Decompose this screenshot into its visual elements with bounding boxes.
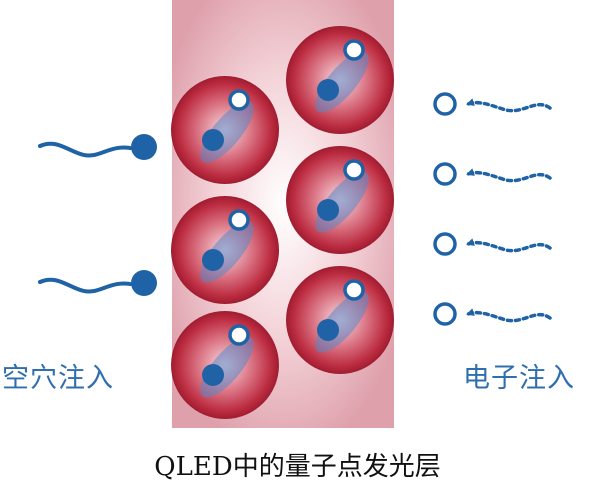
electron-carrier xyxy=(433,232,457,256)
electron-in-dot xyxy=(343,279,365,301)
electron-injection-arrow xyxy=(433,302,552,326)
electron-in-dot xyxy=(343,159,365,181)
diagram-caption: QLED中的量子点发光层 xyxy=(154,452,441,482)
electron-injection-label: 电子注入 xyxy=(463,363,575,394)
quantum-dots xyxy=(171,26,394,419)
hole-in-dot xyxy=(202,249,224,271)
electron-injection-arrow xyxy=(433,162,552,186)
electron-in-dot xyxy=(228,324,250,346)
electron-carrier xyxy=(433,92,457,116)
quantum-dot xyxy=(286,266,394,374)
hole-injection-arrow xyxy=(38,270,157,296)
hole-carrier xyxy=(131,134,157,160)
quantum-dot xyxy=(171,311,279,419)
electron-carrier xyxy=(433,302,457,326)
hole-in-dot xyxy=(202,129,224,151)
hole-in-dot xyxy=(202,364,224,386)
electron-injection-arrow xyxy=(433,232,552,256)
quantum-dot xyxy=(171,196,279,304)
quantum-dot xyxy=(286,26,394,134)
hole-carrier xyxy=(131,270,157,296)
quantum-dot xyxy=(286,146,394,254)
electron-in-dot xyxy=(343,39,365,61)
electron-carrier xyxy=(433,162,457,186)
electron-injection-group xyxy=(433,92,552,326)
hole-injection-label: 空穴注入 xyxy=(2,363,114,394)
hole-in-dot xyxy=(317,319,339,341)
electron-in-dot xyxy=(228,209,250,231)
hole-in-dot xyxy=(317,79,339,101)
electron-injection-arrow xyxy=(433,92,552,116)
hole-injection-arrow xyxy=(38,134,157,160)
qled-diagram xyxy=(38,0,552,428)
hole-in-dot xyxy=(317,199,339,221)
quantum-dot xyxy=(171,76,279,184)
electron-in-dot xyxy=(228,89,250,111)
